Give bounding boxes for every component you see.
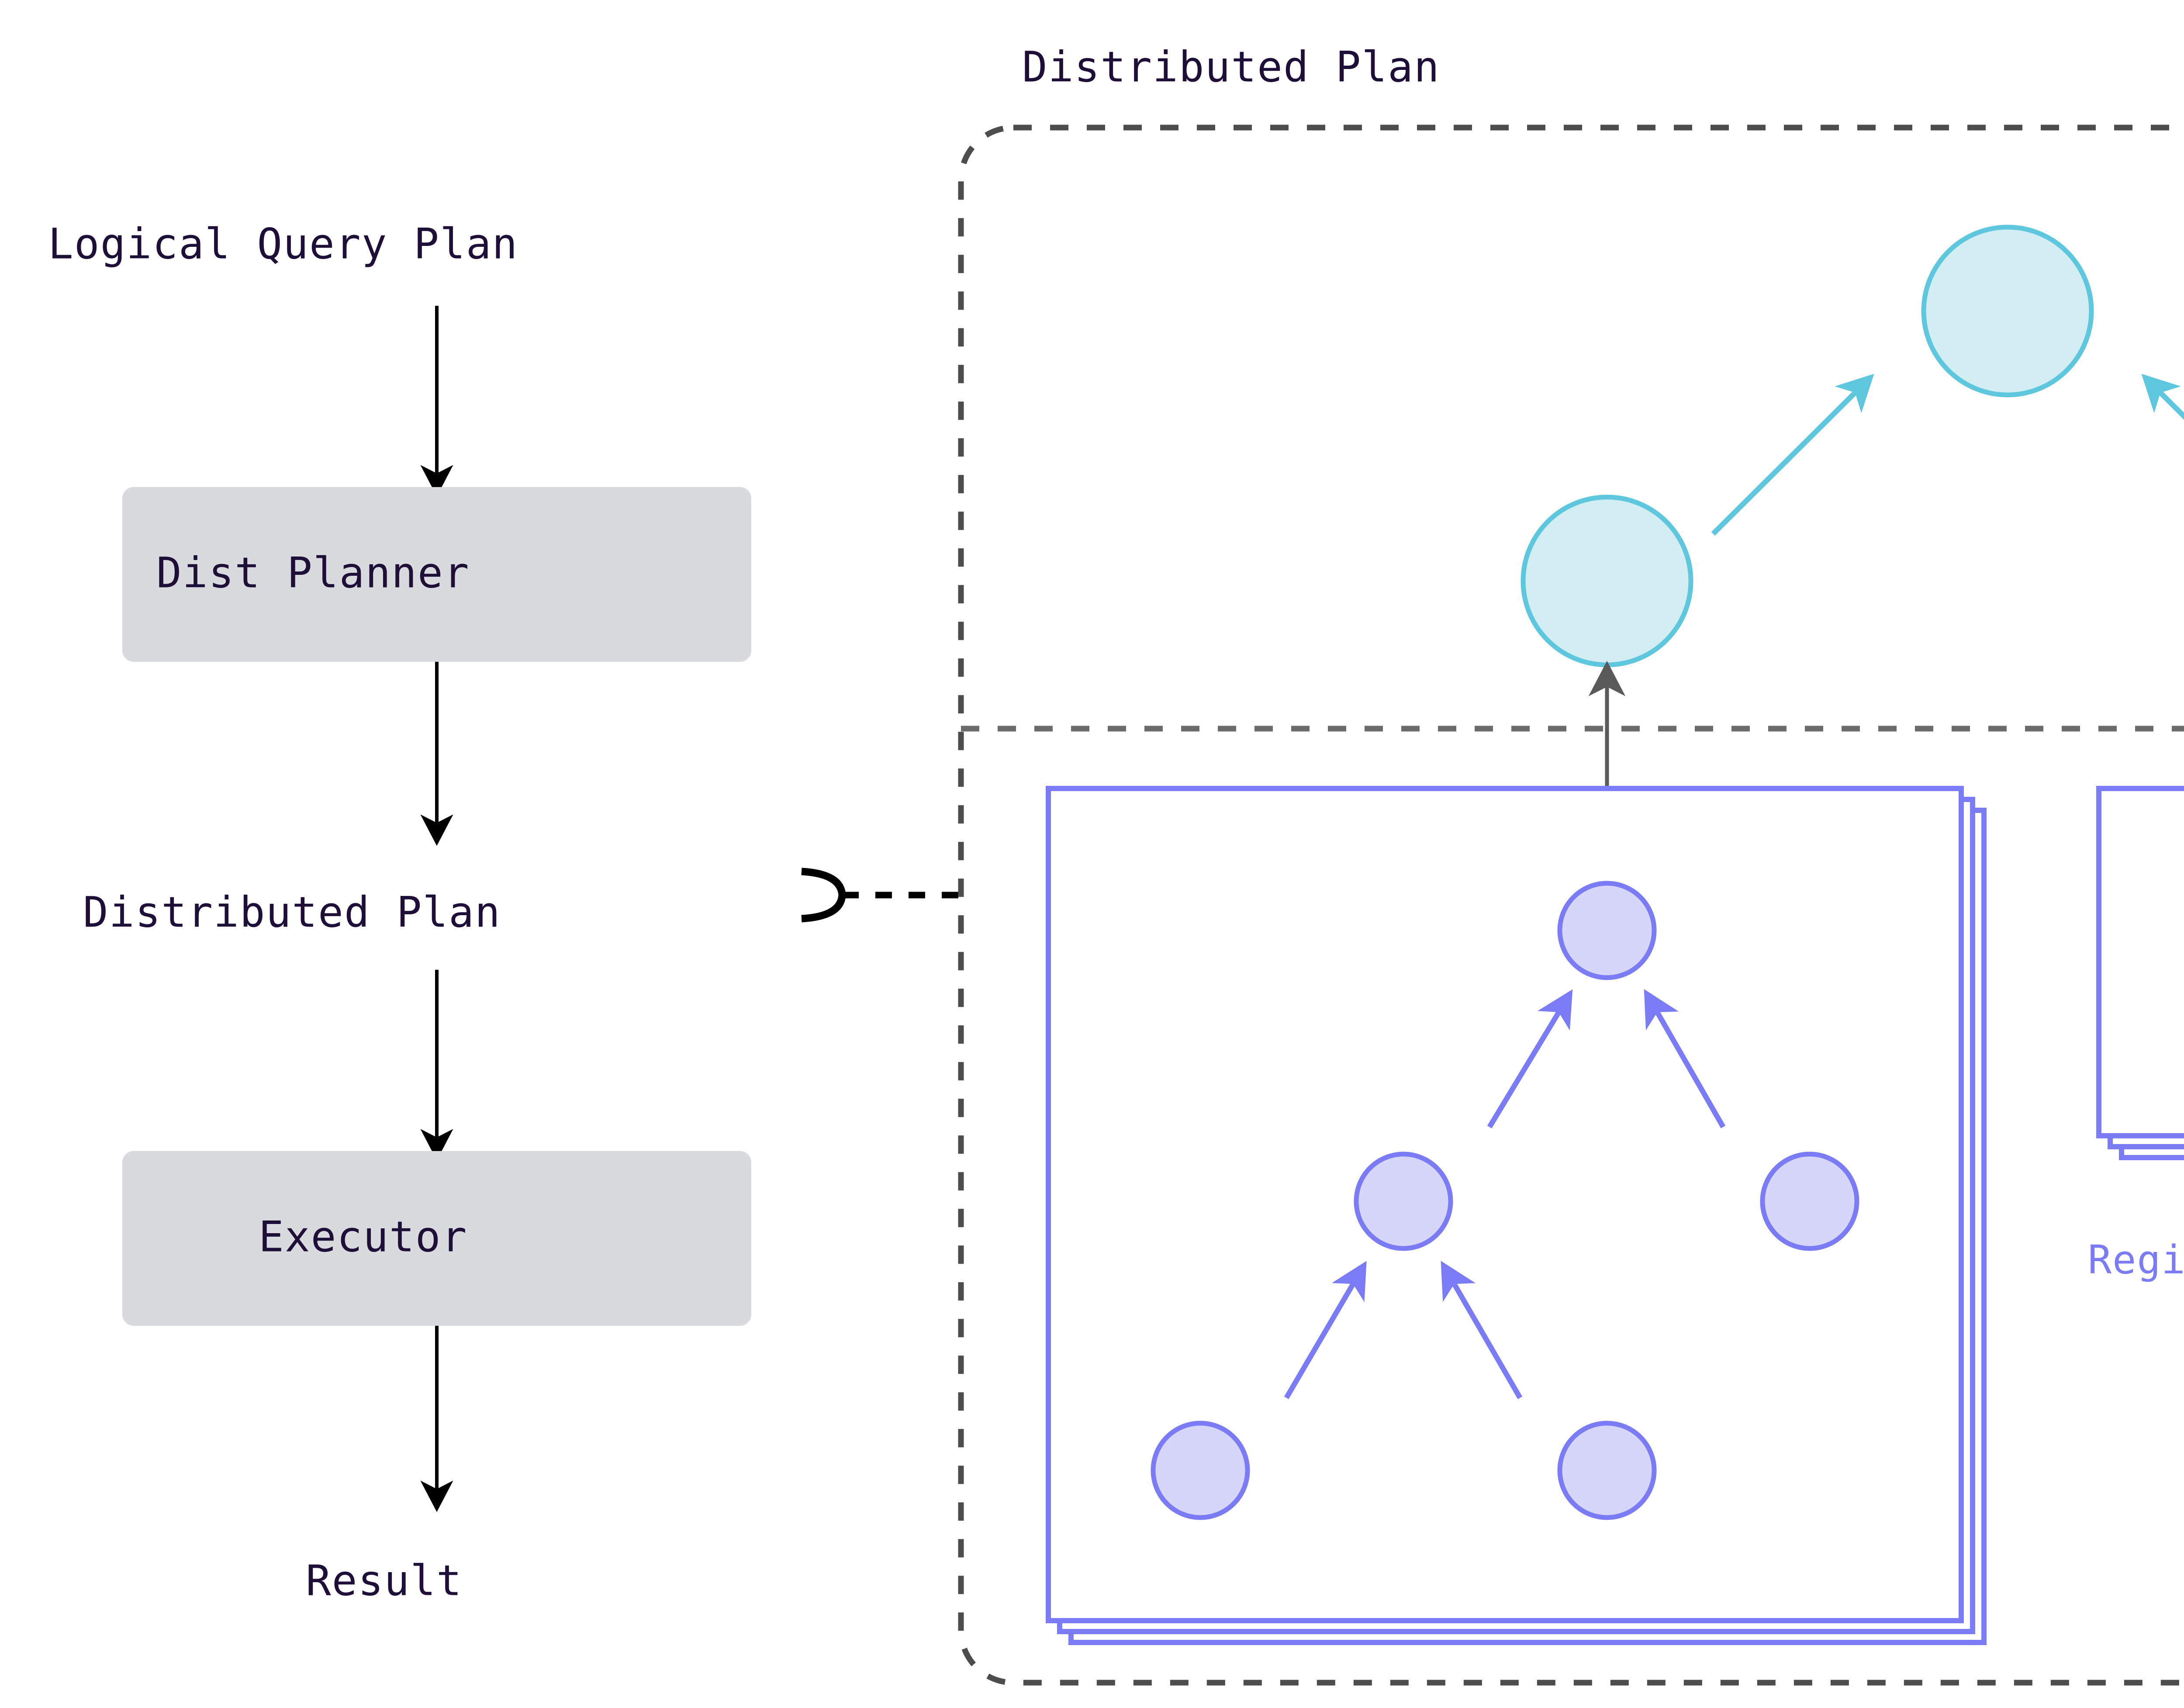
edge-leaf-right-to-mid-left — [1441, 1261, 1523, 1400]
region-stack-right[interactable] — [2096, 786, 2184, 1160]
region-left-mid-left-node[interactable] — [1354, 1151, 1453, 1251]
executor-label: Executor — [259, 1212, 467, 1261]
regions-label: Regions — [2088, 1237, 2184, 1283]
region-left-mid-right-node[interactable] — [1760, 1151, 1859, 1251]
edge-mid-right-to-root — [1644, 989, 1726, 1128]
executor-box[interactable] — [122, 1151, 751, 1326]
pipeline-column: Logical Query Plan Dist Planner Distribu… — [48, 219, 959, 1605]
distributed-plan-panel: Distributed Plan Frontend Stage Datanode… — [958, 42, 2184, 1686]
panel-title: Distributed Plan — [1022, 42, 1440, 91]
region-left-plan-tree — [1151, 881, 1859, 1520]
edge-frontend-right-to-root — [2141, 373, 2184, 420]
region-stack-left[interactable] — [1046, 786, 1987, 1645]
dist-planner-label: Dist Planner — [156, 548, 470, 597]
result-label: Result — [306, 1556, 463, 1605]
logical-query-plan-label: Logical Query Plan — [48, 219, 518, 268]
distributed-plan-label: Distributed Plan — [83, 888, 501, 937]
edge-leaf-left-to-mid-left — [1284, 1261, 1367, 1400]
edge-frontend-left-to-root — [1711, 373, 1874, 536]
region-left-root-node[interactable] — [1557, 881, 1657, 980]
region-left-leaf-right-node[interactable] — [1557, 1421, 1657, 1520]
edge-mid-left-to-root — [1487, 989, 1573, 1129]
frontend-root-node[interactable] — [1921, 225, 2094, 398]
dist-planner-box[interactable] — [122, 487, 751, 662]
frontend-stage-tree — [1521, 225, 2184, 667]
region-left-leaf-left-node[interactable] — [1151, 1421, 1250, 1520]
region-right-layer-1 — [2096, 786, 2184, 1138]
plan-brace — [801, 868, 846, 923]
frontend-left-node[interactable] — [1521, 494, 1693, 667]
